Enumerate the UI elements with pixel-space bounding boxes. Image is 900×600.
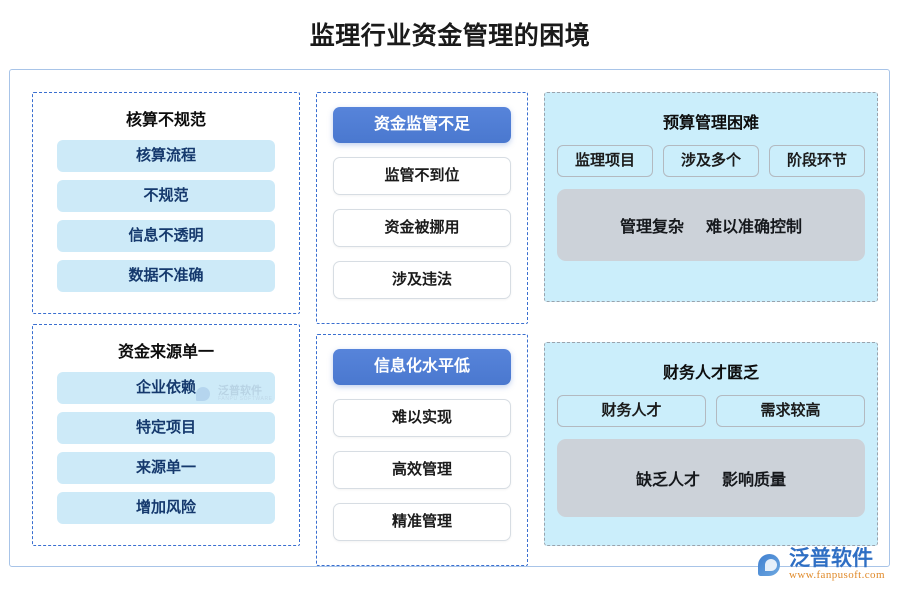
list-item[interactable]: 监管不到位 — [333, 157, 511, 195]
list-item[interactable]: 难以实现 — [333, 399, 511, 437]
pill-list: 企业依赖 特定项目 来源单一 增加风险 — [33, 372, 299, 524]
chip[interactable]: 财务人才 — [557, 395, 706, 427]
list-item[interactable]: 资金被挪用 — [333, 209, 511, 247]
list-item[interactable]: 增加风险 — [57, 492, 275, 524]
list-item[interactable]: 来源单一 — [57, 452, 275, 484]
summary-text: 影响质量 — [722, 472, 787, 489]
list-item[interactable]: 数据不准确 — [57, 260, 275, 292]
logo-texts: 泛普软件 www.fanpusoft.com — [789, 548, 885, 581]
chip[interactable]: 监理项目 — [557, 145, 653, 177]
logo-brand-name: 泛普软件 — [789, 547, 873, 570]
list-item[interactable]: 核算流程 — [57, 140, 275, 172]
list-item[interactable]: 不规范 — [57, 180, 275, 212]
group-low-informatization: 信息化水平低 难以实现 高效管理 精准管理 — [316, 334, 528, 566]
panel-title: 预算管理困难 — [662, 115, 759, 132]
summary-box: 管理复杂 难以准确控制 — [557, 189, 865, 261]
summary-box: 缺乏人才 影响质量 — [557, 439, 865, 517]
summary-text: 缺乏人才 — [635, 472, 700, 489]
group-header-button[interactable]: 信息化水平低 — [333, 349, 511, 385]
group-title: 资金来源单一 — [117, 344, 214, 361]
list-item[interactable]: 涉及违法 — [333, 261, 511, 299]
diagram-frame: 核算不规范 核算流程 不规范 信息不透明 数据不准确 资金来源单一 企业依赖 特… — [9, 69, 890, 567]
panel-title: 财务人才匮乏 — [662, 365, 759, 382]
chip-row: 财务人才 需求较高 — [545, 395, 877, 427]
group-header-button[interactable]: 资金监管不足 — [333, 107, 511, 143]
chip[interactable]: 阶段环节 — [769, 145, 865, 177]
card-list: 资金监管不足 监管不到位 资金被挪用 涉及违法 — [317, 93, 527, 299]
list-item[interactable]: 精准管理 — [333, 503, 511, 541]
chip-row: 监理项目 涉及多个 阶段环节 — [545, 145, 877, 177]
brand-logo[interactable]: 泛普软件 www.fanpusoft.com — [758, 548, 885, 581]
list-item[interactable]: 高效管理 — [333, 451, 511, 489]
card-list: 信息化水平低 难以实现 高效管理 精准管理 — [317, 335, 527, 541]
logo-inner-shape — [765, 558, 777, 571]
summary-text: 难以准确控制 — [706, 219, 803, 236]
page-title: 监理行业资金管理的困境 — [309, 22, 591, 50]
panel-budget-management-difficulty: 预算管理困难 监理项目 涉及多个 阶段环节 管理复杂 难以准确控制 — [544, 92, 878, 302]
summary-text: 管理复杂 — [619, 219, 684, 236]
logo-url: www.fanpusoft.com — [789, 569, 885, 581]
chip[interactable]: 涉及多个 — [663, 145, 759, 177]
pill-list: 核算流程 不规范 信息不透明 数据不准确 — [33, 140, 299, 292]
group-insufficient-supervision: 资金监管不足 监管不到位 资金被挪用 涉及违法 — [316, 92, 528, 324]
group-accounting-nonstandard: 核算不规范 核算流程 不规范 信息不透明 数据不准确 — [32, 92, 300, 314]
list-item[interactable]: 特定项目 — [57, 412, 275, 444]
group-title: 核算不规范 — [125, 112, 206, 129]
fanpu-swoosh-icon — [758, 552, 784, 578]
list-item[interactable]: 信息不透明 — [57, 220, 275, 252]
chip[interactable]: 需求较高 — [716, 395, 865, 427]
group-single-funding-source: 资金来源单一 企业依赖 特定项目 来源单一 增加风险 — [32, 324, 300, 546]
list-item[interactable]: 企业依赖 — [57, 372, 275, 404]
panel-finance-talent-shortage: 财务人才匮乏 财务人才 需求较高 缺乏人才 影响质量 — [544, 342, 878, 546]
